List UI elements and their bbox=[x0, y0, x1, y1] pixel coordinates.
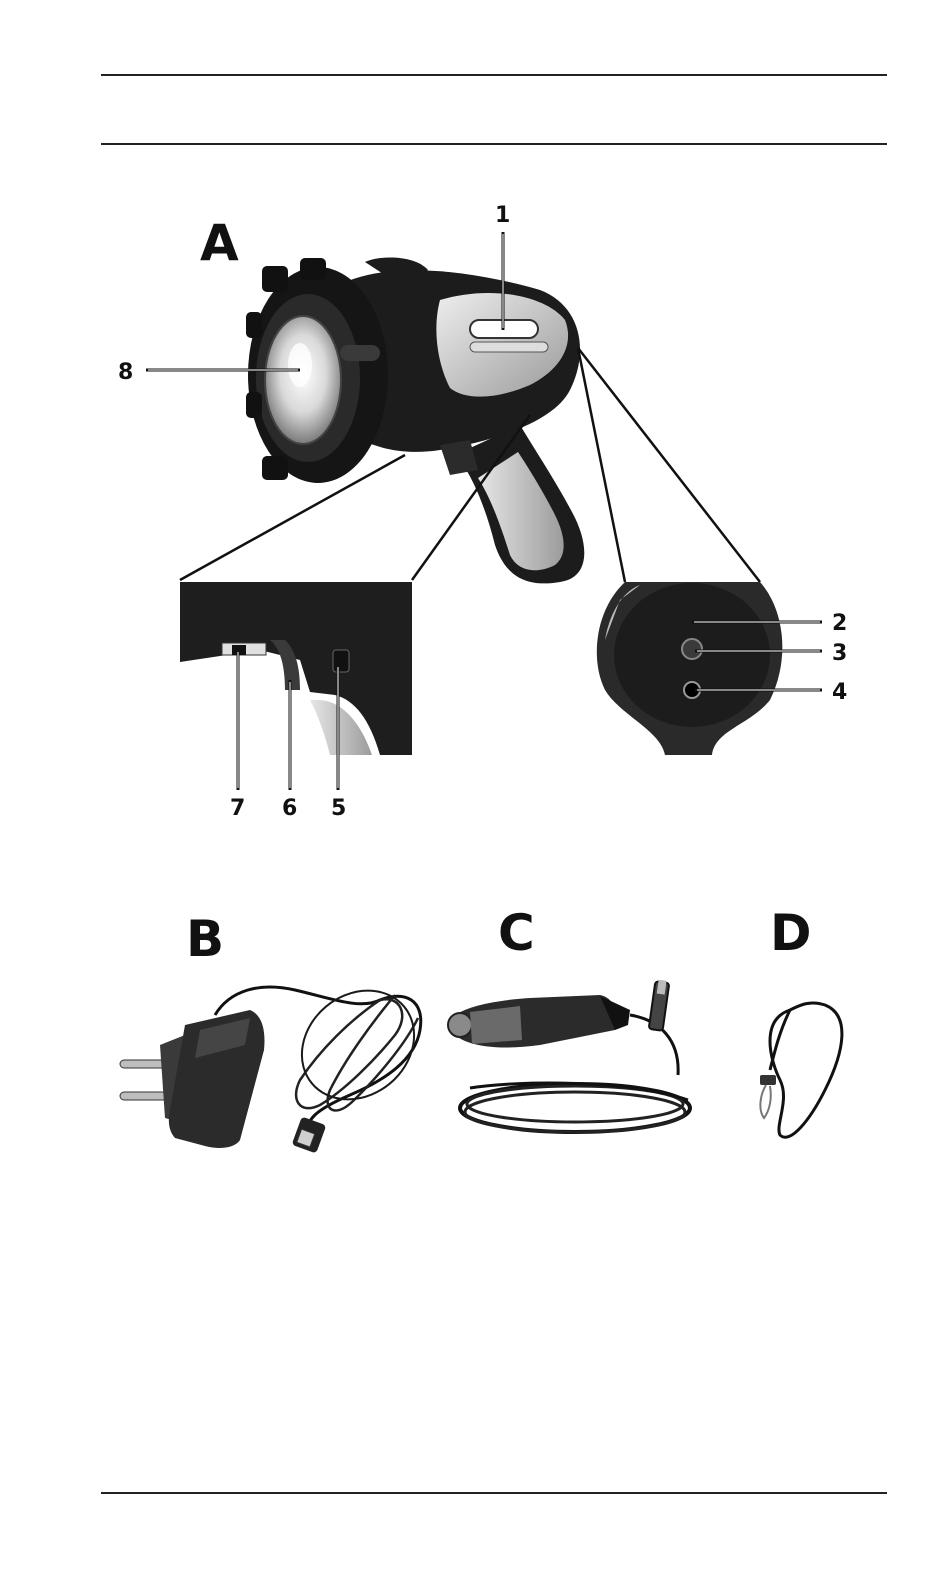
rear-panel-inset bbox=[597, 582, 783, 755]
callout-4: 4 bbox=[832, 680, 847, 705]
callout-3: 3 bbox=[832, 641, 847, 666]
callout-2: 2 bbox=[832, 611, 847, 636]
power-adapter-icon bbox=[120, 968, 436, 1153]
callout-7: 7 bbox=[230, 796, 245, 821]
lanyard-icon bbox=[760, 1003, 842, 1137]
callout-5: 5 bbox=[331, 796, 346, 821]
switch-detail-inset bbox=[180, 582, 412, 755]
callout-1: 1 bbox=[495, 203, 510, 228]
callout-8: 8 bbox=[118, 360, 133, 385]
spotlight-illustration bbox=[246, 257, 584, 583]
car-charger-icon bbox=[448, 980, 690, 1132]
callout-6: 6 bbox=[282, 796, 297, 821]
